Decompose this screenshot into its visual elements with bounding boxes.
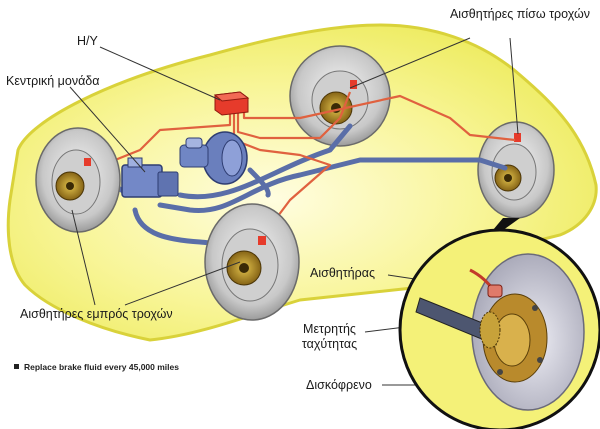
label-sensor: Αισθητήρας: [310, 266, 375, 280]
brake-booster: [179, 131, 248, 185]
maintenance-note-text: Replace brake fluid every 45,000 miles: [24, 362, 179, 372]
central-hydraulic-unit: [121, 157, 179, 198]
rear-right-wheel: [477, 121, 555, 219]
rear-left-wheel: [289, 45, 391, 147]
label-central-unit: Κεντρική μονάδα: [6, 74, 100, 88]
bullet-square: [14, 364, 19, 370]
label-disc-brake: Δισκόφρενο: [306, 378, 372, 392]
label-front-sensors: Αισθητήρες εμπρός τροχών: [20, 307, 173, 321]
ecu-box: [213, 91, 250, 116]
maintenance-note: Replace brake fluid every 45,000 miles: [14, 362, 179, 372]
disc-brake-detail: [415, 253, 585, 411]
front-right-wheel: [204, 203, 300, 321]
label-rear-sensors: Αισθητήρες πίσω τροχών: [449, 7, 591, 21]
front-left-wheel: [35, 127, 121, 233]
label-speedometer: Μετρητής ταχύτητας: [301, 322, 358, 351]
label-hy: Η/Υ: [77, 34, 98, 48]
